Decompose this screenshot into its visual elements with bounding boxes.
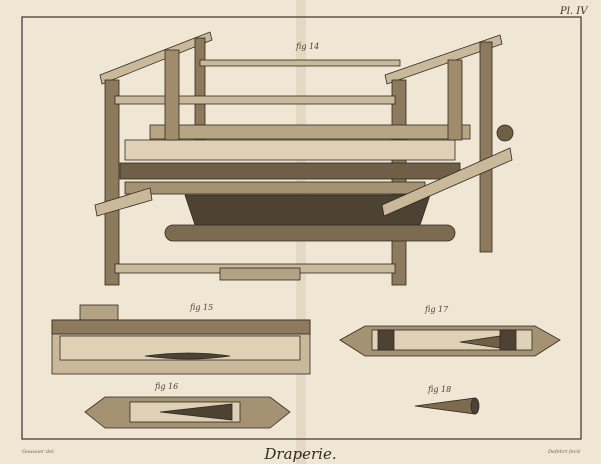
plate-frame xyxy=(21,16,582,440)
plate-title: Draperie. xyxy=(264,445,337,463)
fig16-label: fig 16 xyxy=(155,382,179,391)
fig15-label: fig 15 xyxy=(190,303,214,312)
credit-left: Goussier del. xyxy=(22,449,56,455)
fig15-box-illustration xyxy=(51,304,311,375)
fig17-label: fig 17 xyxy=(425,305,449,314)
fig16-shuttle-illustration xyxy=(84,396,291,429)
credit-right: Defehrt fecit xyxy=(548,449,581,455)
fig14-label: fig 14 xyxy=(296,42,320,51)
fig17-shuttle-illustration xyxy=(339,325,561,357)
fig18-bobbin-illustration xyxy=(414,397,480,415)
fig18-label: fig 18 xyxy=(428,385,452,394)
plate-number: Pl. IV xyxy=(560,6,588,17)
loom-illustration xyxy=(94,31,514,286)
